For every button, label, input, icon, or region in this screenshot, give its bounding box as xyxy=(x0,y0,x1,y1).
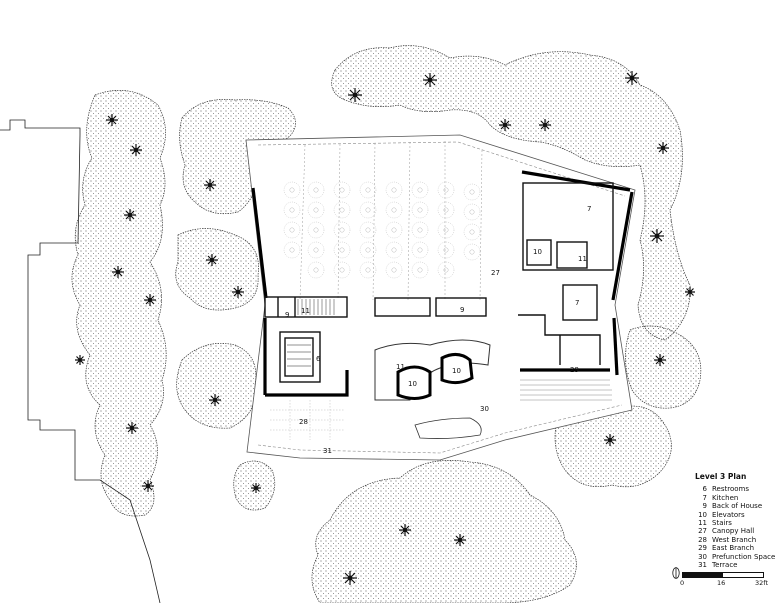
legend-item-label: West Branch xyxy=(712,535,757,544)
legend-item: 9 Back of House xyxy=(695,502,775,510)
legend-item-label: Back of House xyxy=(712,502,763,511)
legend-item-label: Restrooms xyxy=(712,485,750,494)
legend-item-label: Canopy Hall xyxy=(712,527,755,536)
prefunction-bench xyxy=(414,417,482,439)
scale-tick-32: 32ft xyxy=(755,579,768,587)
room-label-boh-west: 9 xyxy=(285,311,289,319)
room-label-kitchen-small: 7 xyxy=(575,299,579,307)
legend-item: 30 Prefunction Space xyxy=(695,553,775,561)
west-branch-grid xyxy=(270,400,345,440)
room-label-boh-center: 9 xyxy=(460,306,464,314)
legend-item-number: 31 xyxy=(698,561,707,570)
legend-item-label: East Branch xyxy=(712,544,755,553)
room-label-west-branch: 28 xyxy=(299,418,308,426)
tree-cluster-w-small xyxy=(175,228,259,311)
legend-item-number: 29 xyxy=(698,544,707,553)
adjacent-building-outline xyxy=(0,119,161,603)
legend-item-label: Elevators xyxy=(712,510,745,519)
tree-cluster-west xyxy=(71,89,167,517)
room-label-kitchen-main: 7 xyxy=(587,205,591,213)
elevator-core-a xyxy=(396,365,432,400)
tree-cluster-w-mid xyxy=(176,342,257,429)
legend-item-number: 11 xyxy=(698,519,707,528)
north-arrow-icon xyxy=(672,567,680,579)
tree-cluster-south xyxy=(311,460,577,603)
legend-item: 7 Kitchen xyxy=(695,494,775,502)
legend-item: 31 Terrace xyxy=(695,561,775,569)
scale-tick-16: 16 xyxy=(717,579,726,587)
legend-item: 28 West Branch xyxy=(695,536,775,544)
room-label-canopy-hall: 27 xyxy=(491,269,500,277)
legend-item-label: Terrace xyxy=(712,561,738,570)
room-label-stair-ne: 11 xyxy=(578,255,587,263)
legend-item: 6 Restrooms xyxy=(695,485,775,493)
tree-cluster-east-mid xyxy=(625,325,702,409)
legend: Level 3 Plan 6 Restrooms 7 Kitchen 9 Back o… xyxy=(695,472,775,569)
tree-cluster-north xyxy=(331,45,691,341)
legend-item: 29 East Branch xyxy=(695,544,775,552)
room-label-restrooms: 6 xyxy=(316,355,321,363)
legend-item-number: 6 xyxy=(702,485,707,494)
room-labels: 27 7 7 10 11 9 11 9 6 11 10 10 30 28 29 … xyxy=(285,205,591,455)
structural-walls xyxy=(251,170,634,397)
elevator-core-b xyxy=(440,353,474,385)
legend-item-label: Prefunction Space xyxy=(712,552,776,561)
room-label-prefunction: 30 xyxy=(480,405,489,413)
room-label-terrace: 31 xyxy=(323,447,332,455)
legend-item-number: 7 xyxy=(702,493,707,502)
legend-title: Level 3 Plan xyxy=(695,472,747,481)
room-label-elevator-b: 10 xyxy=(452,367,461,375)
legend-item-number: 9 xyxy=(702,502,707,511)
room-label-stair-west: 11 xyxy=(301,307,310,315)
legend-item-number: 30 xyxy=(698,552,707,561)
legend-item-label: Stairs xyxy=(712,519,732,528)
legend-item-number: 10 xyxy=(698,510,707,519)
scale-bar: 0 16 32ft xyxy=(672,569,772,599)
canopy-hall-grid xyxy=(299,141,483,301)
legend-item-number: 27 xyxy=(698,527,707,536)
room-label-elevator-a: 10 xyxy=(408,380,417,388)
room-label-elevator-ne: 10 xyxy=(533,248,542,256)
legend-item: 27 Canopy Hall xyxy=(695,527,775,535)
east-branch-seating xyxy=(520,379,612,401)
legend-item-number: 28 xyxy=(698,535,707,544)
restroom-fixtures xyxy=(287,344,311,367)
legend-item-label: Kitchen xyxy=(712,493,739,502)
room-walls xyxy=(264,182,614,383)
legend-item: 10 Elevators xyxy=(695,511,775,519)
room-label-stair-center: 11 xyxy=(396,363,405,371)
scale-bar-graphic xyxy=(682,572,764,578)
terrace-edge xyxy=(257,141,626,454)
scale-tick-0: 0 xyxy=(680,579,685,587)
tree-trunks xyxy=(75,71,695,585)
room-label-east-branch: 29 xyxy=(570,366,579,374)
legend-item: 11 Stairs xyxy=(695,519,775,527)
tree-canopies xyxy=(71,45,702,603)
central-cores xyxy=(374,339,491,439)
tree-cluster-east xyxy=(554,403,672,488)
